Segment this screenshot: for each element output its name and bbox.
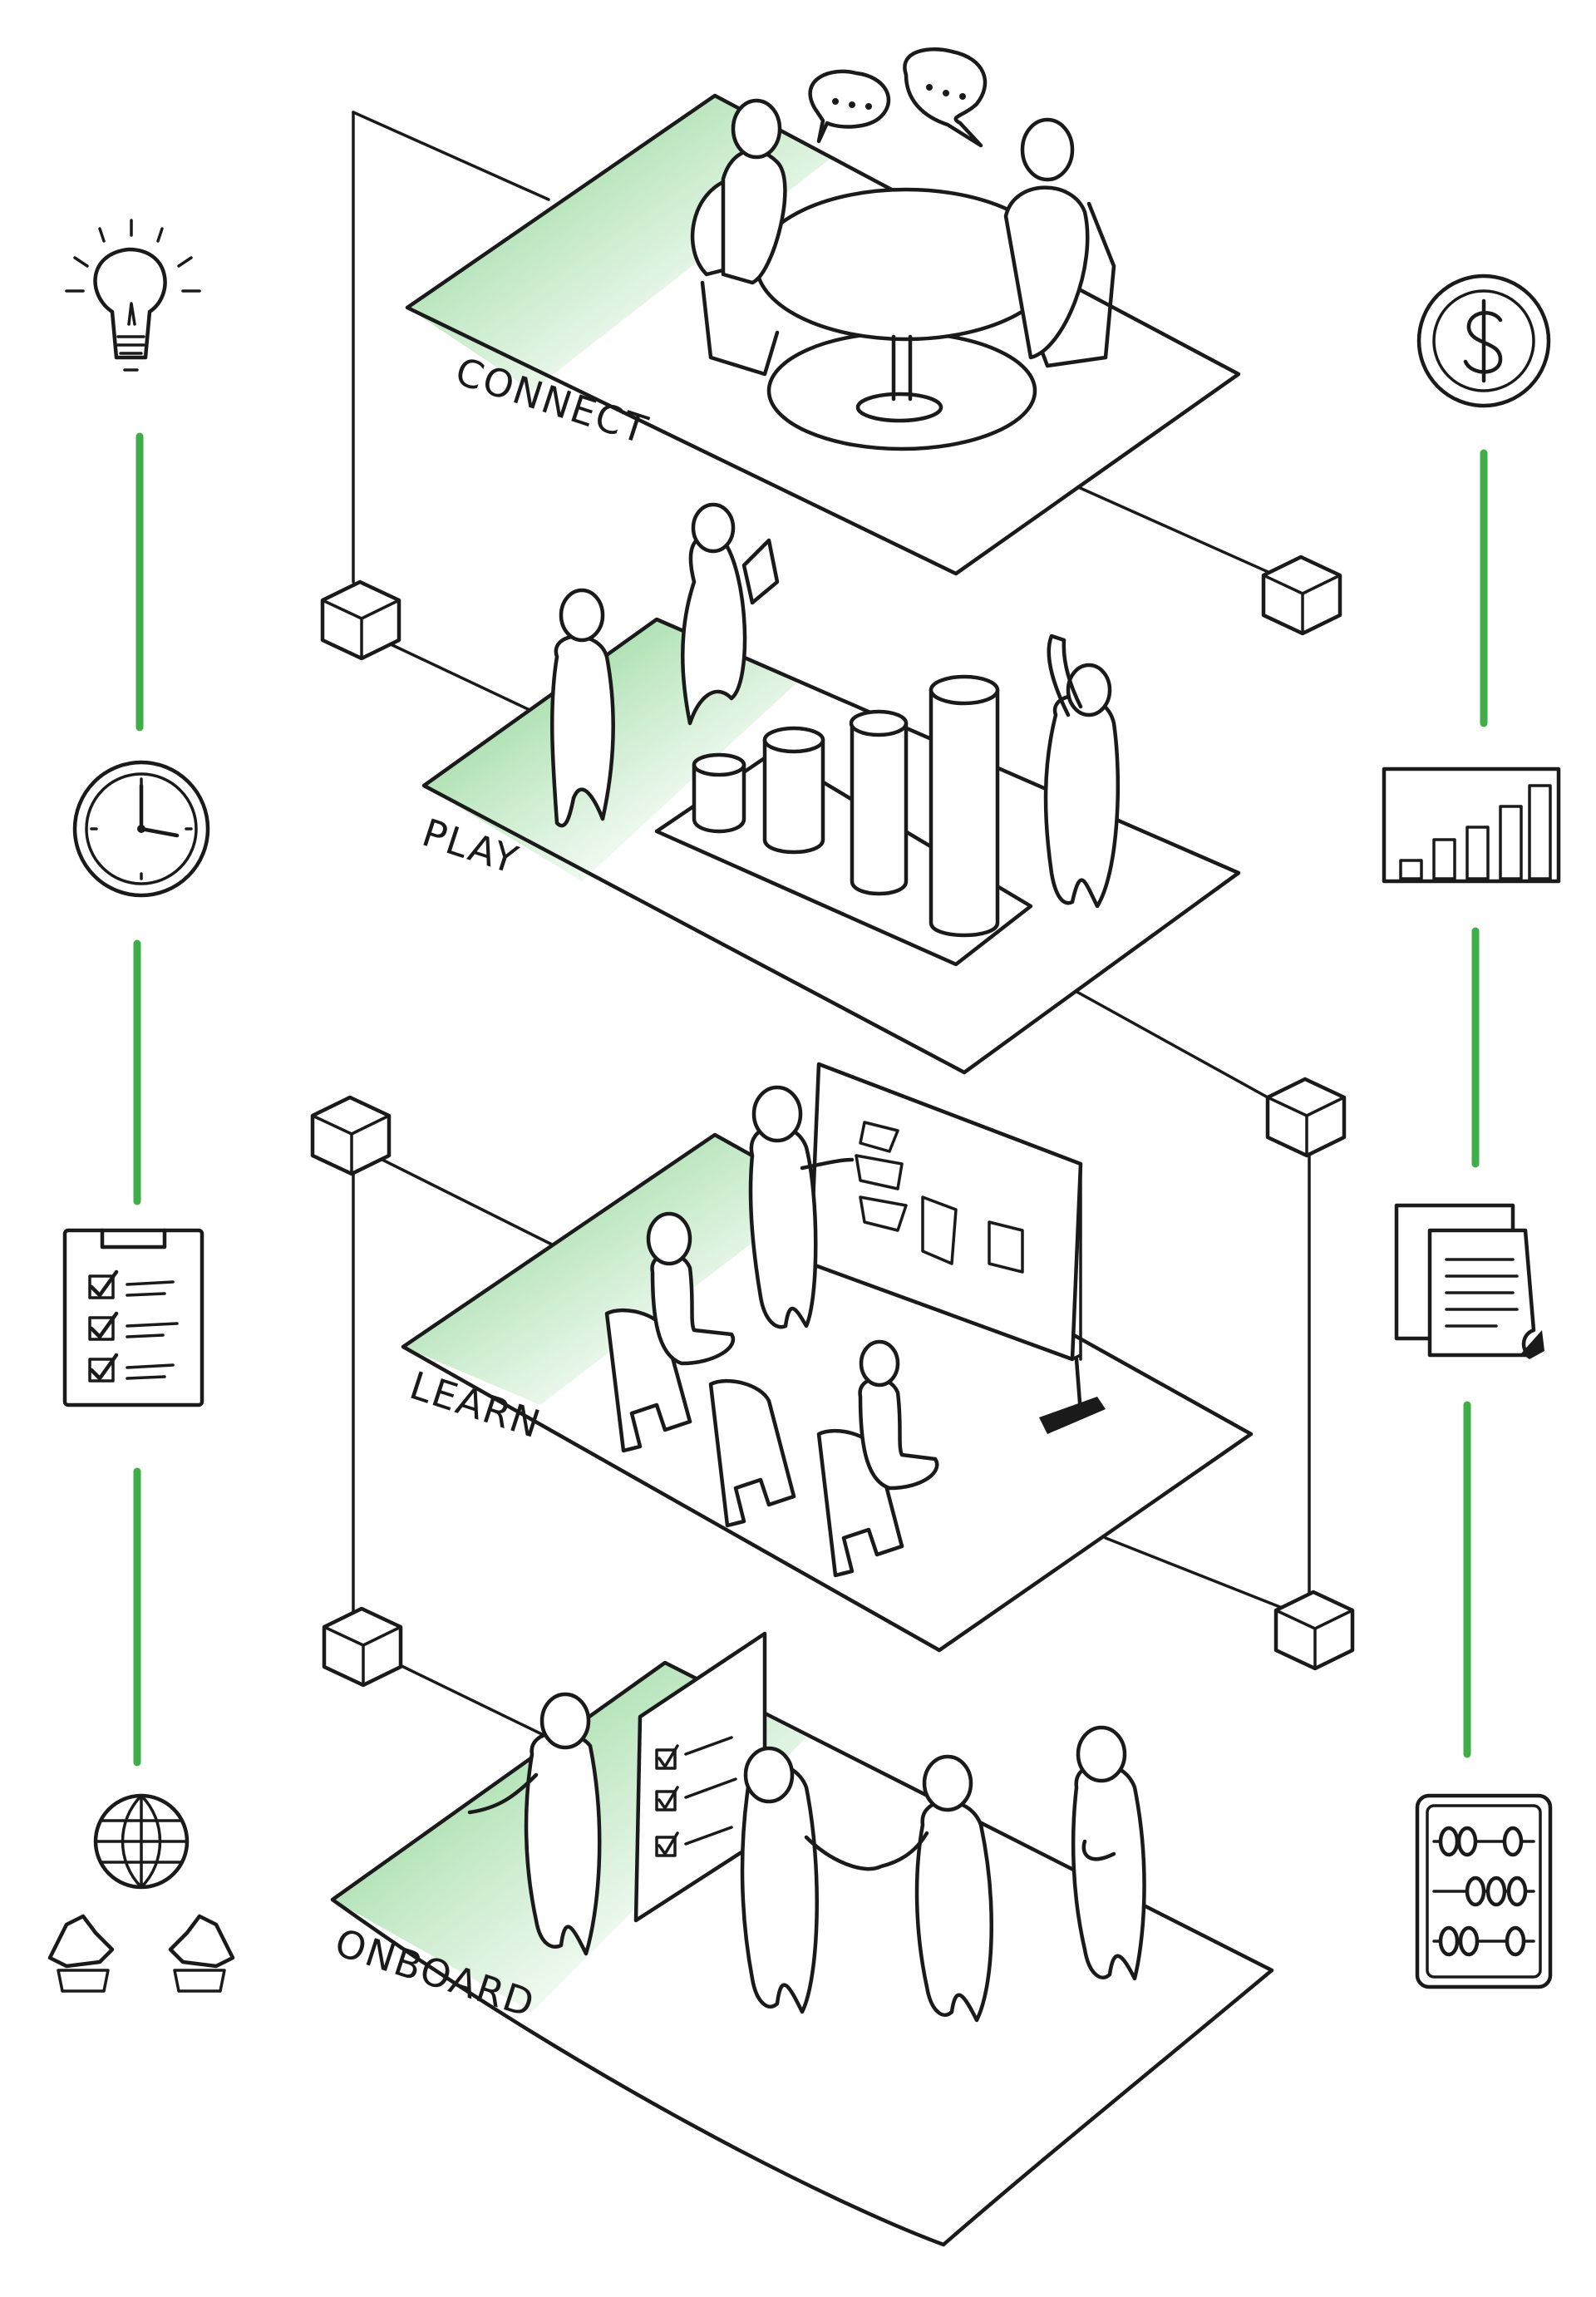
cube-icon (322, 1606, 403, 1688)
bar-cylinder (929, 674, 1000, 938)
layer-onboard: ONBOARD (330, 1631, 1274, 2247)
cube-icon (1265, 1077, 1347, 1158)
cube-icon (1261, 555, 1342, 636)
checklist-icon (62, 1228, 204, 1407)
lightbulb-icon (65, 219, 201, 372)
globe-hands-icon (47, 1793, 235, 1993)
bar-cylinder (692, 752, 746, 834)
chair (708, 1378, 796, 1528)
dollar-coin-icon (1416, 274, 1551, 408)
bar-cylinder (762, 726, 825, 855)
bar-cylinder (849, 709, 909, 896)
bar-chart-icon (1382, 766, 1561, 884)
cube-icon (310, 1095, 392, 1176)
clock-icon (72, 760, 210, 898)
layer-learn: LEARN (401, 1062, 1254, 1653)
speech-bubble-icon (903, 47, 988, 148)
connector-lines (352, 111, 1311, 1739)
cube-icon (320, 579, 401, 661)
speech-bubble-icon (808, 69, 891, 144)
layer-connect: CONNECT (405, 47, 1241, 576)
cube-icon (1273, 1590, 1355, 1671)
right-rail (1463, 449, 1488, 1758)
layer-play: PLAY (417, 502, 1241, 1075)
left-rail (133, 432, 144, 1767)
documents-icon (1394, 1203, 1544, 1359)
abacus-icon (1415, 1793, 1553, 1989)
